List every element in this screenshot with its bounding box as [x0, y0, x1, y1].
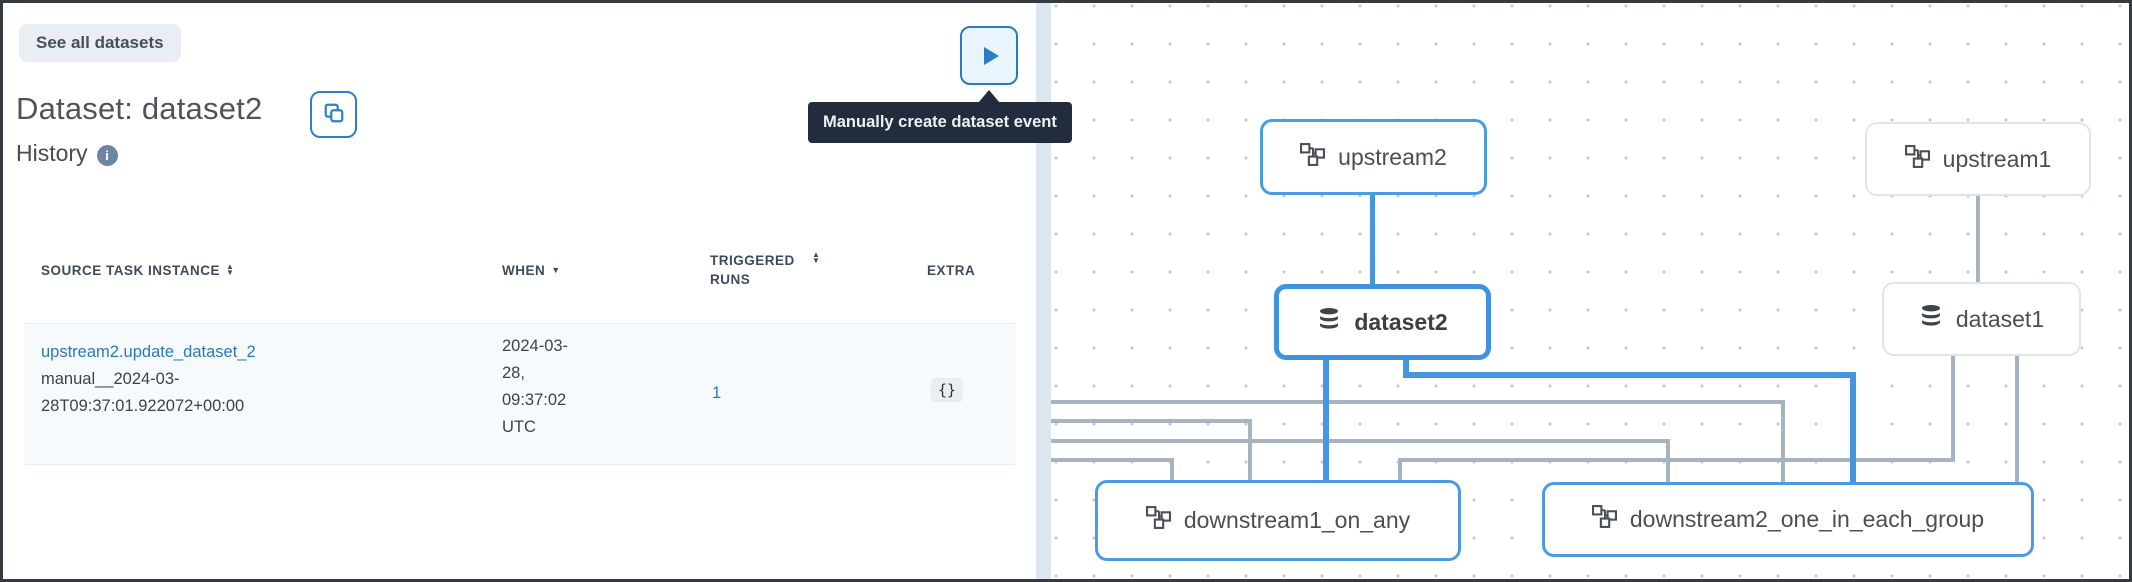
manually-create-dataset-event-button[interactable] [960, 26, 1018, 85]
edge-dataset2-downstream2-v1 [1403, 356, 1409, 378]
edge-offscreen1-h [1051, 400, 1785, 404]
play-icon [983, 46, 999, 65]
node-label: dataset2 [1354, 308, 1448, 335]
column-label: WHEN [502, 263, 546, 278]
database-icon [1317, 307, 1341, 337]
edge-upstream1-dataset1 [1976, 195, 1980, 284]
column-header-source-task-instance[interactable]: SOURCE TASK INSTANCE ▲▼ [41, 262, 235, 279]
table-row [24, 323, 1016, 465]
node-label: downstream1_on_any [1183, 507, 1411, 533]
tooltip: Manually create dataset event [808, 102, 1072, 143]
column-label: EXTRA [927, 263, 976, 278]
node-label: dataset1 [1955, 305, 2045, 332]
graph-node-upstream2[interactable]: upstream2 [1260, 119, 1487, 195]
source-run-id: manual__2024-03-28T09:37:01.922072+00:00 [41, 370, 245, 415]
column-header-extra: EXTRA [927, 263, 975, 278]
copy-icon [323, 102, 345, 127]
sort-icon[interactable]: ▲▼ [812, 250, 821, 265]
see-all-datasets-button[interactable]: See all datasets [19, 24, 181, 62]
edge-upstream2-dataset2 [1370, 193, 1375, 287]
history-section-title: History i [16, 140, 118, 167]
page-title: Dataset: dataset2 [16, 91, 263, 126]
dag-icon [1904, 144, 1930, 174]
graph-node-downstream1-on-any[interactable]: downstream1_on_any [1095, 480, 1461, 561]
graph-node-upstream1[interactable]: upstream1 [1865, 122, 2091, 196]
edge-dataset1-downstream1-h [1398, 458, 1955, 462]
tooltip-arrow [978, 90, 1000, 103]
edge-offscreen4-h [1051, 458, 1174, 462]
sort-icon[interactable]: ▲▼ [226, 262, 235, 277]
column-header-when[interactable]: WHEN ▼ [502, 263, 561, 278]
column-label: SOURCE TASK INSTANCE [41, 263, 221, 278]
info-icon[interactable]: i [96, 144, 118, 166]
sort-desc-icon[interactable]: ▼ [551, 265, 561, 275]
edge-offscreen3-h [1051, 439, 1670, 443]
graph-node-dataset2[interactable]: dataset2 [1274, 284, 1491, 360]
when-cell: 2024-03-28, 09:37:02 UTC [502, 337, 569, 436]
graph-node-downstream2-one-in-each-group[interactable]: downstream2_one_in_each_group [1542, 482, 2034, 557]
edge-offscreen2-h [1051, 419, 1252, 423]
edge-offscreen4-downstream1 [1170, 458, 1174, 482]
graph-node-dataset1[interactable]: dataset1 [1882, 282, 2081, 356]
triggered-runs-link[interactable]: 1 [712, 384, 722, 402]
dag-icon [1300, 142, 1326, 172]
triggered-runs-cell: 1 [712, 380, 721, 407]
edge-dataset1-downstream1-v2 [1398, 458, 1402, 482]
edge-offscreen3-downstream2 [1666, 439, 1670, 484]
node-label: upstream1 [1942, 145, 2052, 172]
database-icon [1919, 304, 1943, 334]
edge-dataset1-downstream1-v1 [1951, 355, 1955, 462]
dag-icon [1591, 505, 1617, 534]
column-label: TRIGGERED RUNS [710, 253, 795, 287]
history-text: History [16, 140, 88, 166]
column-header-triggered-runs[interactable]: TRIGGERED RUNS ▲▼ [710, 251, 838, 289]
panel-divider[interactable] [1036, 3, 1051, 579]
edge-offscreen2-downstream1 [1248, 419, 1252, 482]
edge-dataset2-downstream1 [1323, 356, 1329, 482]
node-label: downstream2_one_in_each_group [1629, 506, 1985, 532]
extra-cell: {} [931, 378, 964, 402]
node-label: upstream2 [1338, 143, 1447, 170]
edge-dataset2-downstream2-v2 [1850, 372, 1856, 484]
source-task-instance-link[interactable]: upstream2.update_dataset_2 [41, 343, 256, 361]
edge-dataset1-downstream2 [2015, 355, 2019, 484]
copy-uri-button[interactable] [310, 91, 357, 138]
source-task-instance-cell: upstream2.update_dataset_2 manual__2024-… [41, 339, 353, 420]
dag-icon [1145, 506, 1171, 535]
edge-dataset2-downstream2-h [1403, 372, 1856, 378]
edge-offscreen1-downstream2 [1781, 400, 1785, 484]
